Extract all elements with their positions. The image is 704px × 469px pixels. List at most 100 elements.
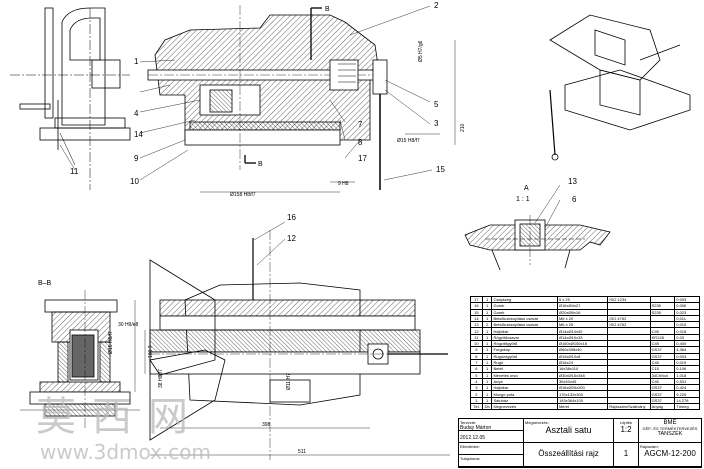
table-cell: ISO 4762 [607, 314, 651, 323]
callout-8: 8 [358, 138, 363, 147]
dim-398: 398 [262, 422, 271, 428]
section-b-top: B [325, 6, 330, 13]
name-cell: Megnevezés: Asztali satu [524, 419, 614, 443]
table-cell: Ø16x24 [556, 358, 609, 367]
section-labels: B B B–B A 1 : 1 [38, 6, 530, 287]
drawing-subtitle: Összeállítási rajz [538, 449, 599, 458]
callout-16: 16 [287, 213, 296, 222]
dim-30: 30 H9/e8 [118, 322, 139, 328]
table-cell [607, 333, 651, 342]
table-cell: 14 [470, 314, 483, 323]
table-cell: 4 [470, 377, 483, 386]
table-cell: Anyag [649, 403, 676, 411]
table-cell: 0,03 [674, 333, 700, 342]
table-cell: 8 [470, 352, 483, 360]
owner-cell: Tulajdonos: [459, 455, 524, 467]
table-cell: 14,278 [674, 396, 700, 405]
table-cell: Tömeg [674, 403, 700, 411]
callout-9: 9 [134, 154, 139, 163]
dim-1007: 100 7 [148, 345, 154, 358]
table-cell: Rajzszám/Szabvány [607, 403, 651, 411]
table-cell: 6 [470, 365, 483, 373]
table-cell: 15 [470, 308, 483, 316]
callout-10: 10 [130, 177, 139, 186]
table-cell: 0,019 [674, 358, 700, 367]
table-cell [607, 352, 651, 360]
table-cell: Ø16xØ25x200 [556, 384, 609, 392]
dimension-labels: Ø5 H7/g6 Ø15 H8/f7 Ø158 H8/f7 210 9 H8 3… [108, 40, 466, 455]
drawing-number-cell: Rajzszám: AGCM-12-200 [639, 443, 701, 467]
dim-top: Ø5 H7/g6 [418, 40, 424, 62]
table-cell [607, 340, 651, 348]
callout-11: 11 [70, 167, 79, 176]
callout-12: 12 [287, 234, 296, 243]
table-cell: Db [481, 403, 493, 411]
table-cell [607, 327, 651, 335]
date-value: 2012.12.05 [460, 435, 486, 441]
table-cell: Ø60x398x40 [556, 346, 609, 354]
sheet-value: 1 [623, 449, 629, 458]
callout-5: 5 [434, 100, 439, 109]
table-cell: Megnevezés [491, 403, 558, 411]
callout-4: 4 [134, 109, 139, 118]
table-cell: 2 [470, 390, 483, 398]
table-cell: Tét. [470, 403, 483, 411]
department-line-2: TANSZÉK [657, 431, 683, 437]
table-cell [607, 308, 651, 316]
table-cell [607, 346, 651, 354]
table-cell: 0,015 [674, 321, 700, 329]
callout-7: 7 [358, 120, 363, 129]
callout-13: 13 [568, 177, 577, 186]
bottom-main-view [144, 221, 450, 460]
table-cell: 176x132x300 [556, 390, 609, 398]
table-cell: 17 [470, 295, 483, 304]
isometric-view [549, 14, 691, 161]
dim-15b: Ø15 H8/f7 [108, 331, 114, 354]
table-cell: 0,531 [674, 377, 700, 386]
table-cell: 10 [470, 340, 483, 348]
table-cell: 12 [470, 327, 483, 335]
table-cell: 0,400 [674, 340, 700, 348]
table-cell: ISO 1234 [607, 295, 651, 304]
designer-name: Buday Márton [460, 425, 492, 431]
table-cell [607, 390, 651, 398]
table-cell: 9 [470, 346, 483, 354]
table-cell: Ø16xØ4x27 [556, 302, 609, 310]
table-cell: 5 x 25 [556, 295, 609, 304]
table-cell: 0,018 [674, 327, 700, 335]
detail-a-scale: 1 : 1 [516, 196, 530, 203]
scale-value: 1:2 [620, 425, 632, 434]
callout-2: 2 [434, 1, 439, 10]
school-name: BME [663, 420, 677, 426]
scale-cell: Lépték 1:2 [614, 419, 639, 443]
drawing-title: Asztali satu [545, 425, 592, 435]
section-b-bottom: B [258, 161, 263, 168]
callout-labels: 1 2 3 4 5 6 7 8 9 10 11 12 13 14 15 16 1… [70, 1, 577, 243]
dim-210: 210 [460, 123, 466, 132]
table-cell: 0,023 [674, 308, 700, 316]
subtitle-cell: Összeállítási rajz [524, 443, 614, 467]
detail-a-label: A [524, 185, 529, 192]
scale-label: Lépték [619, 420, 632, 425]
callout-6: 6 [572, 195, 577, 204]
checked-cell: Ellenőrizte: [459, 443, 524, 455]
table-cell: 16x38x110 [556, 365, 609, 373]
department-line-1: GÉP- ÉS TERMÉKTERVEZÉS [642, 426, 698, 431]
owner-label: Tulajdonos: [460, 456, 481, 461]
dim-511: 511 [298, 449, 306, 455]
